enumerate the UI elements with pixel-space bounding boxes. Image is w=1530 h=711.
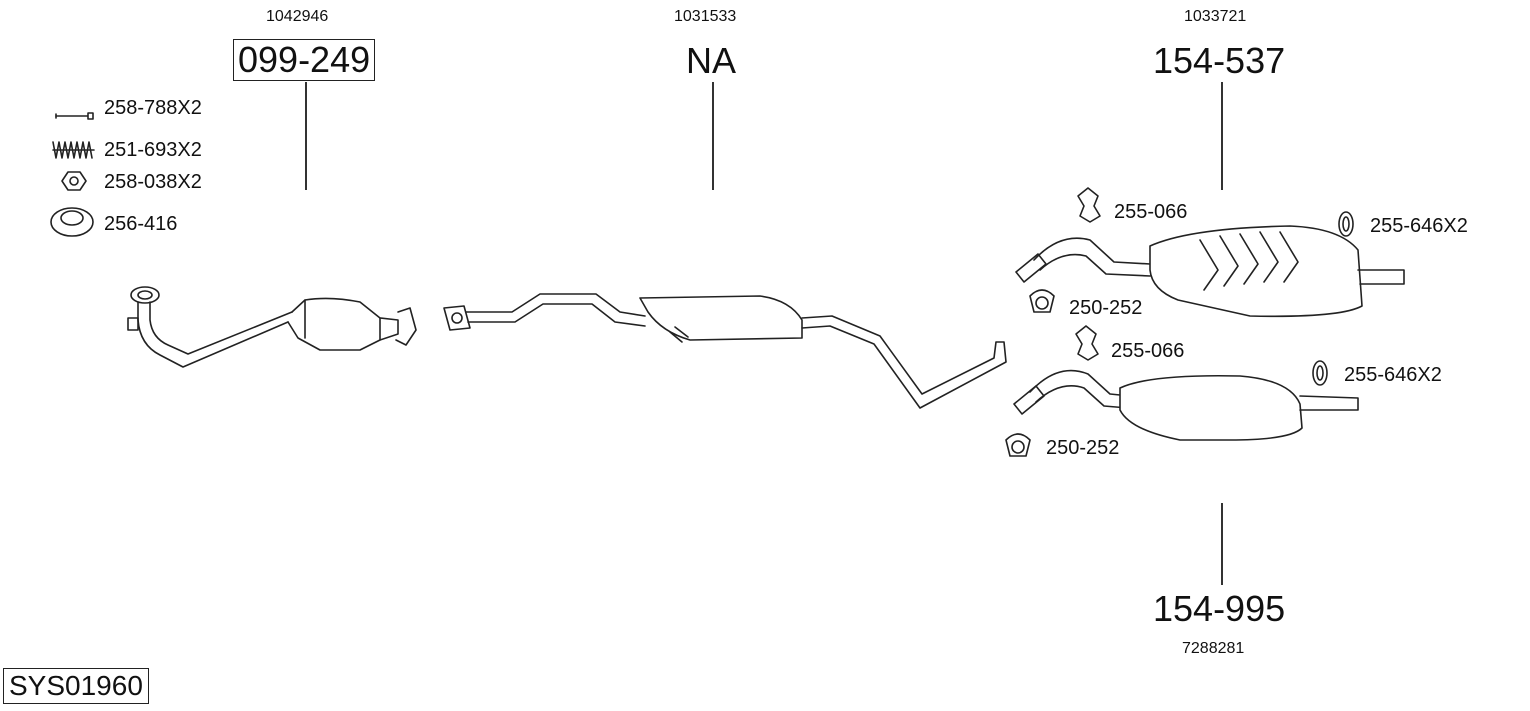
gasket-ring-icon	[50, 207, 94, 237]
front-oem-number: 1042946	[266, 8, 329, 25]
accessory-gasket-label[interactable]: 256-416	[104, 213, 178, 235]
middle-silencer	[443, 293, 1007, 409]
upper-clamp-label[interactable]: 250-252	[1069, 297, 1143, 319]
lower-hanger-label[interactable]: 255-066	[1111, 340, 1185, 362]
front-catalytic-converter	[127, 286, 417, 368]
lower-ring-label[interactable]: 255-646X2	[1344, 364, 1442, 386]
accessory-spring-label[interactable]: 251-693X2	[104, 139, 202, 161]
rear-upper-part-number[interactable]: 154-537	[1153, 40, 1286, 81]
bolt-icon	[55, 112, 94, 120]
rear-upper-oem-number: 1033721	[1184, 8, 1247, 25]
accessory-bolt-label[interactable]: 258-788X2	[104, 97, 202, 119]
rear-upper-silencer	[1015, 187, 1405, 318]
rear-lower-oem-number: 7288281	[1182, 640, 1245, 657]
rear-upper-leader-line	[1221, 82, 1223, 190]
accessory-nut-label[interactable]: 258-038X2	[104, 171, 202, 193]
rear-lower-part-number[interactable]: 154-995	[1153, 588, 1286, 629]
rear-lower-leader-line	[1221, 503, 1223, 585]
system-id-box: SYS01960	[3, 668, 149, 704]
front-leader-line	[305, 82, 307, 190]
upper-ring-label[interactable]: 255-646X2	[1370, 215, 1468, 237]
middle-part-number[interactable]: NA	[686, 40, 737, 81]
lower-clamp-label[interactable]: 250-252	[1046, 437, 1120, 459]
front-part-number[interactable]: 099-249	[233, 39, 376, 81]
nut-icon	[61, 171, 87, 191]
spring-icon	[52, 141, 95, 159]
rear-lower-silencer	[1005, 325, 1359, 457]
upper-hanger-label[interactable]: 255-066	[1114, 201, 1188, 223]
middle-leader-line	[712, 82, 714, 190]
middle-oem-number: 1031533	[674, 8, 737, 25]
